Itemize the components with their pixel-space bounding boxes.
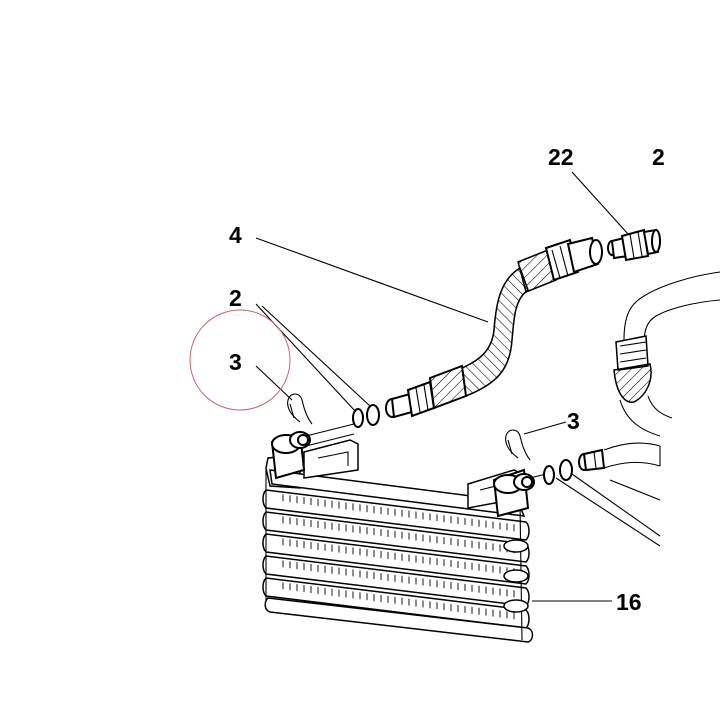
callout-3-right: 3 bbox=[567, 408, 580, 434]
leader-3-left bbox=[255, 365, 293, 401]
leader-lines bbox=[255, 171, 661, 602]
leader-3-right bbox=[523, 421, 567, 435]
retaining-clips bbox=[287, 393, 531, 461]
right-hose-partial bbox=[578, 271, 720, 472]
callout-16: 16 bbox=[616, 589, 642, 615]
oil-cooler bbox=[262, 423, 547, 643]
cooler-end-tanks bbox=[265, 468, 529, 641]
clip-right bbox=[505, 429, 531, 461]
o-ring-right-b bbox=[559, 459, 573, 481]
leader-4 bbox=[255, 237, 489, 323]
adapter-fitting bbox=[607, 228, 661, 262]
leader-2-right-b bbox=[571, 473, 661, 537]
clip-left bbox=[287, 393, 313, 425]
right-union-fitting bbox=[492, 468, 547, 518]
callout-22: 22 bbox=[548, 144, 574, 170]
o-ring-left-b bbox=[366, 404, 380, 426]
callout-labels: 22 2 4 2 3 3 16 bbox=[229, 144, 665, 615]
left-union-fitting bbox=[270, 423, 355, 480]
leader-right-c bbox=[609, 479, 661, 501]
callout-4: 4 bbox=[229, 222, 242, 248]
callout-22-partial: 2 bbox=[652, 144, 665, 170]
hose-upper-fitting bbox=[517, 236, 603, 294]
oil-hose bbox=[385, 236, 603, 419]
o-ring-right-a bbox=[543, 465, 555, 485]
o-rings bbox=[352, 404, 573, 485]
o-ring-left-a bbox=[352, 408, 364, 428]
leader-2-right-a bbox=[555, 477, 661, 547]
callout-3-left: 3 bbox=[229, 349, 242, 375]
callout-2: 2 bbox=[229, 285, 242, 311]
leader-2b bbox=[261, 305, 371, 407]
cooler-rows bbox=[262, 454, 534, 643]
highlight-circle bbox=[189, 309, 291, 411]
leader-22 bbox=[571, 171, 629, 235]
hose-lower-fitting bbox=[385, 364, 468, 419]
